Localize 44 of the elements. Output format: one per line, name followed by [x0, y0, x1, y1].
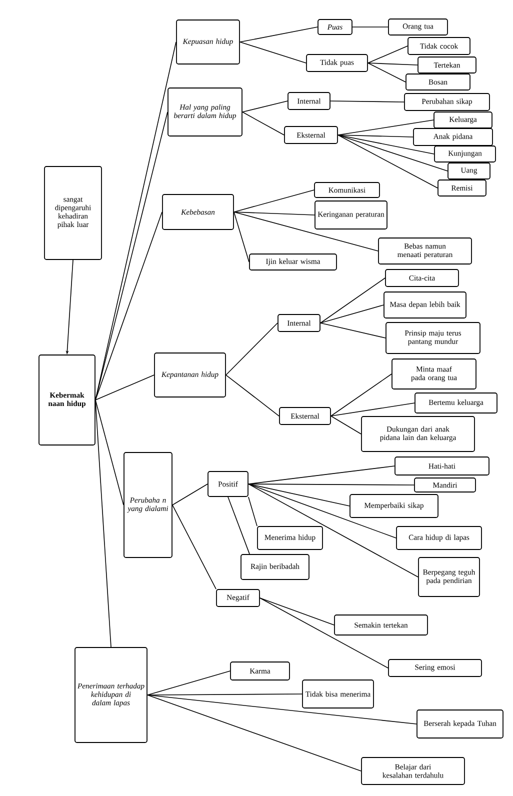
connector-line	[330, 100, 404, 102]
connector-line	[330, 416, 362, 434]
connector-line	[95, 112, 168, 400]
connector-line	[368, 62, 418, 66]
connector-line	[242, 112, 284, 136]
connector-line	[368, 46, 408, 64]
connector-line	[260, 598, 388, 668]
connector-line	[95, 374, 154, 400]
connector-line	[338, 134, 448, 172]
connector-line	[260, 598, 334, 626]
connector-line	[240, 42, 306, 64]
connector-line	[172, 484, 208, 506]
connector-line	[95, 400, 112, 648]
connector-line	[234, 212, 378, 252]
connector-line	[368, 62, 406, 82]
connector-line	[338, 134, 438, 188]
connector-line	[240, 26, 318, 42]
connector-line	[248, 484, 396, 538]
connector-line	[320, 304, 384, 324]
connector-line	[234, 190, 314, 212]
connector-line	[320, 322, 386, 338]
connector-line	[248, 484, 418, 578]
connector-line	[226, 374, 280, 416]
connector-line	[172, 504, 216, 590]
connector-line	[147, 670, 230, 696]
connector-line	[330, 402, 415, 416]
connector-line	[234, 212, 315, 216]
connector-line	[226, 322, 278, 376]
connector-line	[95, 212, 162, 400]
connector-line	[248, 496, 258, 526]
connector-line	[234, 212, 250, 262]
connector-line	[95, 400, 124, 506]
connector-line	[330, 374, 392, 416]
connector-line	[338, 134, 434, 154]
connector-line	[147, 694, 417, 724]
connector-line	[248, 484, 350, 506]
connector-line	[320, 278, 386, 324]
connector-line	[338, 134, 414, 138]
connector-line	[242, 100, 288, 112]
connector-line	[352, 26, 388, 28]
connector-line	[147, 694, 302, 696]
connector-line	[248, 484, 414, 486]
connector-line	[228, 496, 250, 554]
connector-line	[147, 694, 362, 772]
